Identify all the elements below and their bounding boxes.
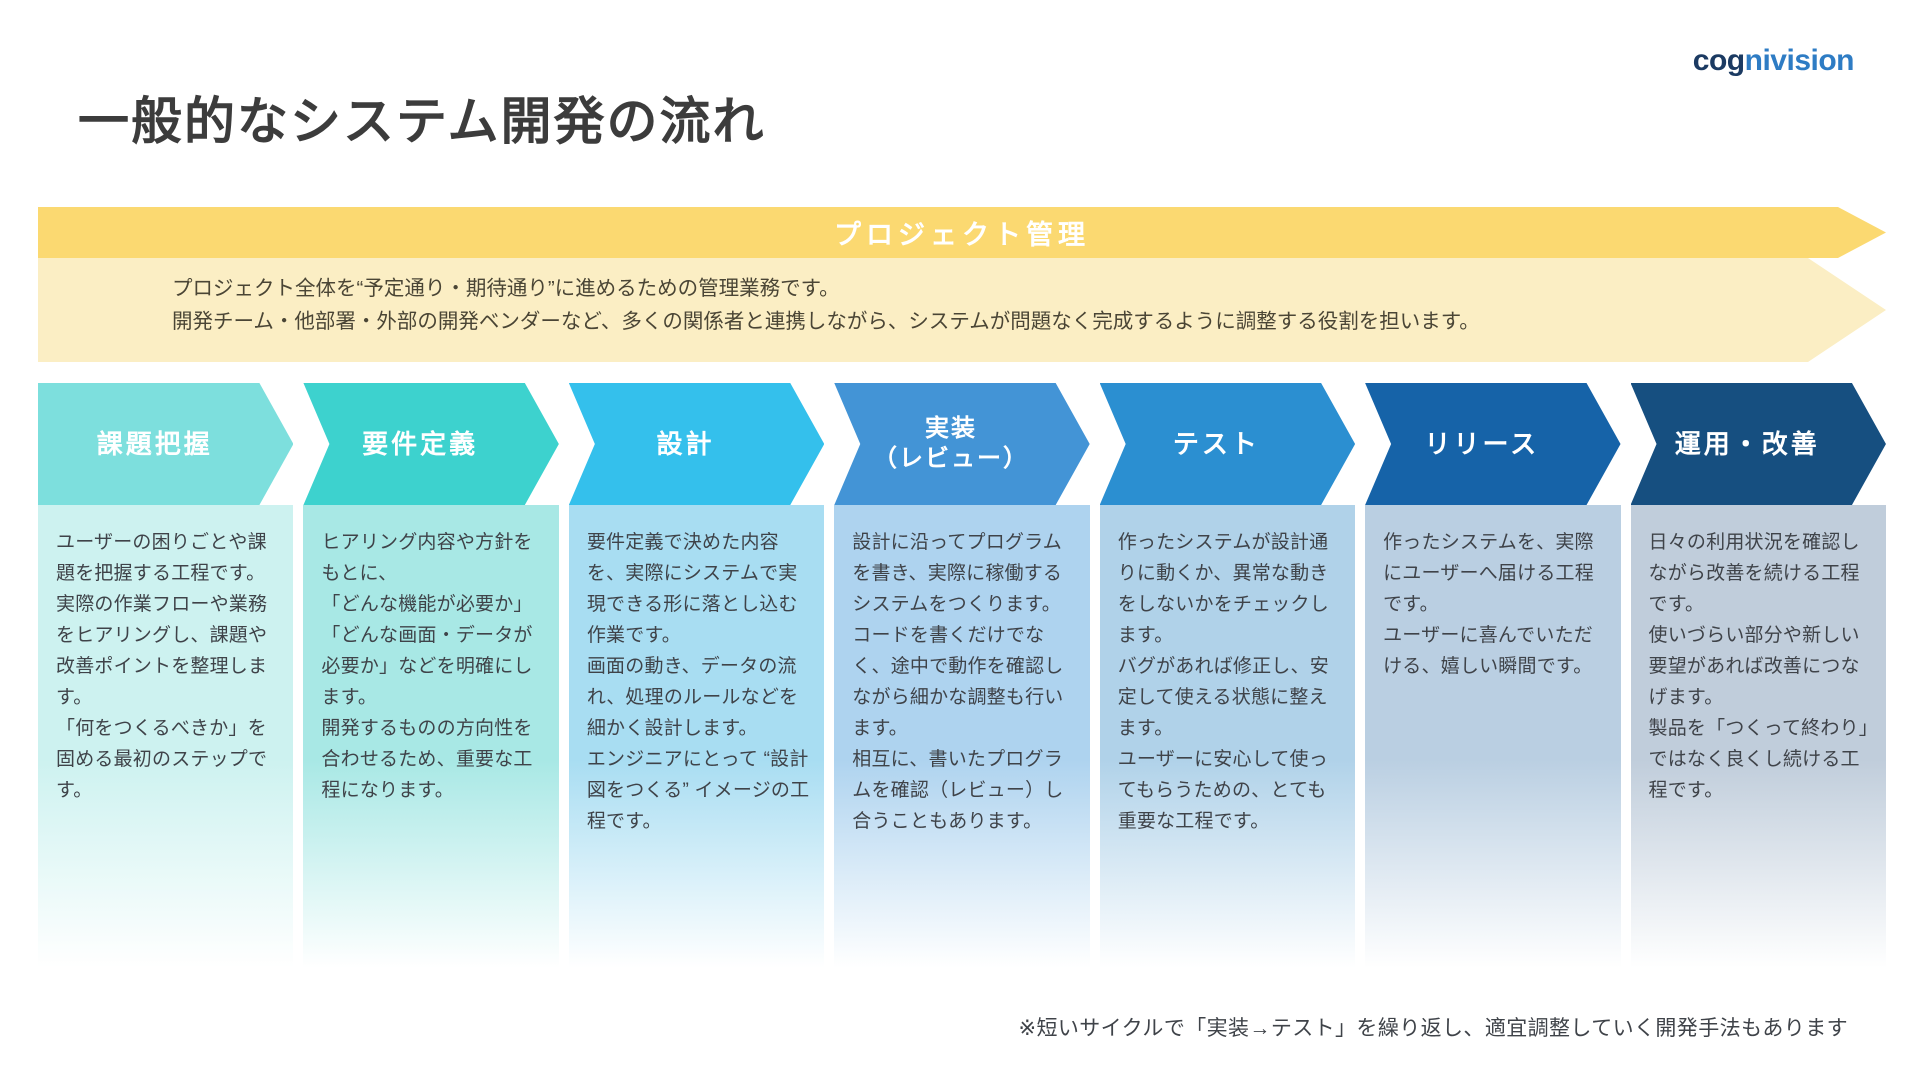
pm-banner-header: プロジェクト管理 <box>38 207 1886 258</box>
stage-title-6: リリース <box>1424 428 1540 459</box>
footnote: ※短いサイクルで「実装→テスト」を繰り返し、適宜調整していく開発手法もあります <box>1018 1017 1848 1040</box>
project-management-banner: プロジェクト管理 プロジェクト全体を“予定通り・期待通り”に進めるための管理業務… <box>38 207 1886 362</box>
stage-5[interactable]: テスト作ったシステムが設計通りに動くか、異常な動きをしないかをチェックします。 … <box>1099 383 1356 968</box>
stage-body-7: 日々の利用状況を確認しながら改善を続ける工程です。 使いづらい部分や新しい要望が… <box>1630 505 1886 968</box>
stage-body-6: 作ったシステムを、実際にユーザーへ届ける工程です。 ユーザーに喜んでいただける、… <box>1365 505 1621 968</box>
stage-title-7: 運用・改善 <box>1674 428 1820 459</box>
development-flow: 課題把握ユーザーの困りごとや課題を把握する工程です。 実際の作業フローや業務をヒ… <box>38 383 1886 968</box>
stage-header-7[interactable]: 運用・改善 <box>1631 383 1886 505</box>
stage-body-4: 設計に沿ってプログラムを書き、実際に稼働するシステムをつくります。 コードを書く… <box>834 505 1090 968</box>
pm-banner-line-1: プロジェクト全体を“予定通り・期待通り”に進めるための管理業務です。 <box>172 277 840 300</box>
stage-header-6[interactable]: リリース <box>1365 383 1620 505</box>
stage-body-5: 作ったシステムが設計通りに動くか、異常な動きをしないかをチェックします。 バグが… <box>1099 505 1356 968</box>
stage-body-3: 要件定義で決めた内容を、実際にシステムで実現できる形に落とし込む作業です。 画面… <box>568 505 825 968</box>
page-title: 一般的なシステム開発の流れ <box>78 93 766 150</box>
stage-title-1: 課題把握 <box>96 428 213 459</box>
stage-body-2: ヒアリング内容や方針をもとに、 「どんな機能が必要か」「どんな画面・データが必要… <box>303 505 559 968</box>
stage-description-1: ユーザーの困りごとや課題を把握する工程です。 実際の作業フローや業務をヒアリング… <box>56 532 268 801</box>
stage-description-4: 設計に沿ってプログラムを書き、実際に稼働するシステムをつくります。 コードを書く… <box>852 532 1064 832</box>
stage-description-2: ヒアリング内容や方針をもとに、 「どんな機能が必要か」「どんな画面・データが必要… <box>321 532 533 801</box>
stage-header-3[interactable]: 設計 <box>569 383 824 505</box>
logo-text-light: nivision <box>1744 44 1855 77</box>
stage-header-4[interactable]: 実装 （レビュー） <box>834 383 1089 505</box>
stage-6[interactable]: リリース作ったシステムを、実際にユーザーへ届ける工程です。 ユーザーに喜んでいた… <box>1365 383 1621 968</box>
logo-text-dark: cog <box>1692 44 1745 77</box>
pm-banner-line-2: 開発チーム・他部署・外部の開発ベンダーなど、多くの関係者と連携しながら、システム… <box>172 310 1480 334</box>
stage-1[interactable]: 課題把握ユーザーの困りごとや課題を把握する工程です。 実際の作業フローや業務をヒ… <box>38 383 294 968</box>
pm-banner-title: プロジェクト管理 <box>834 220 1090 250</box>
stage-description-7: 日々の利用状況を確認しながら改善を続ける工程です。 使いづらい部分や新しい要望が… <box>1648 532 1869 801</box>
stage-2[interactable]: 要件定義ヒアリング内容や方針をもとに、 「どんな機能が必要か」「どんな画面・デー… <box>303 383 559 968</box>
stage-4[interactable]: 実装 （レビュー） 設計に沿ってプログラムを書き、実際に稼働するシステムをつくりま… <box>834 383 1090 968</box>
stage-7[interactable]: 運用・改善日々の利用状況を確認しながら改善を続ける工程です。 使いづらい部分や新… <box>1630 383 1886 968</box>
stage-description-5: 作ったシステムが設計通りに動くか、異常な動きをしないかをチェックします。 バグが… <box>1117 532 1329 832</box>
stage-body-1: ユーザーの困りごとや課題を把握する工程です。 実際の作業フローや業務をヒアリング… <box>38 505 294 968</box>
pm-banner-body: プロジェクト全体を“予定通り・期待通り”に進めるための管理業務です。 開発チーム… <box>38 258 1886 362</box>
stage-header-1[interactable]: 課題把握 <box>38 383 293 505</box>
stage-header-2[interactable]: 要件定義 <box>303 383 558 505</box>
stage-description-6: 作ったシステムを、実際にユーザーへ届ける工程です。 ユーザーに喜んでいただける、… <box>1383 532 1594 677</box>
stage-title-3: 設計 <box>656 428 715 459</box>
stage-3[interactable]: 設計要件定義で決めた内容を、実際にシステムで実現できる形に落とし込む作業です。 … <box>568 383 825 968</box>
stage-title-4: 実装 （レビュー） <box>872 415 1029 472</box>
stage-title-5: テスト <box>1172 428 1260 459</box>
cognivision-logo: cognivision <box>1692 44 1855 78</box>
stage-description-3: 要件定義で決めた内容を、実際にシステムで実現できる形に落とし込む作業です。 画面… <box>586 532 810 832</box>
stage-header-5[interactable]: テスト <box>1100 383 1355 505</box>
stage-title-2: 要件定義 <box>362 428 479 459</box>
